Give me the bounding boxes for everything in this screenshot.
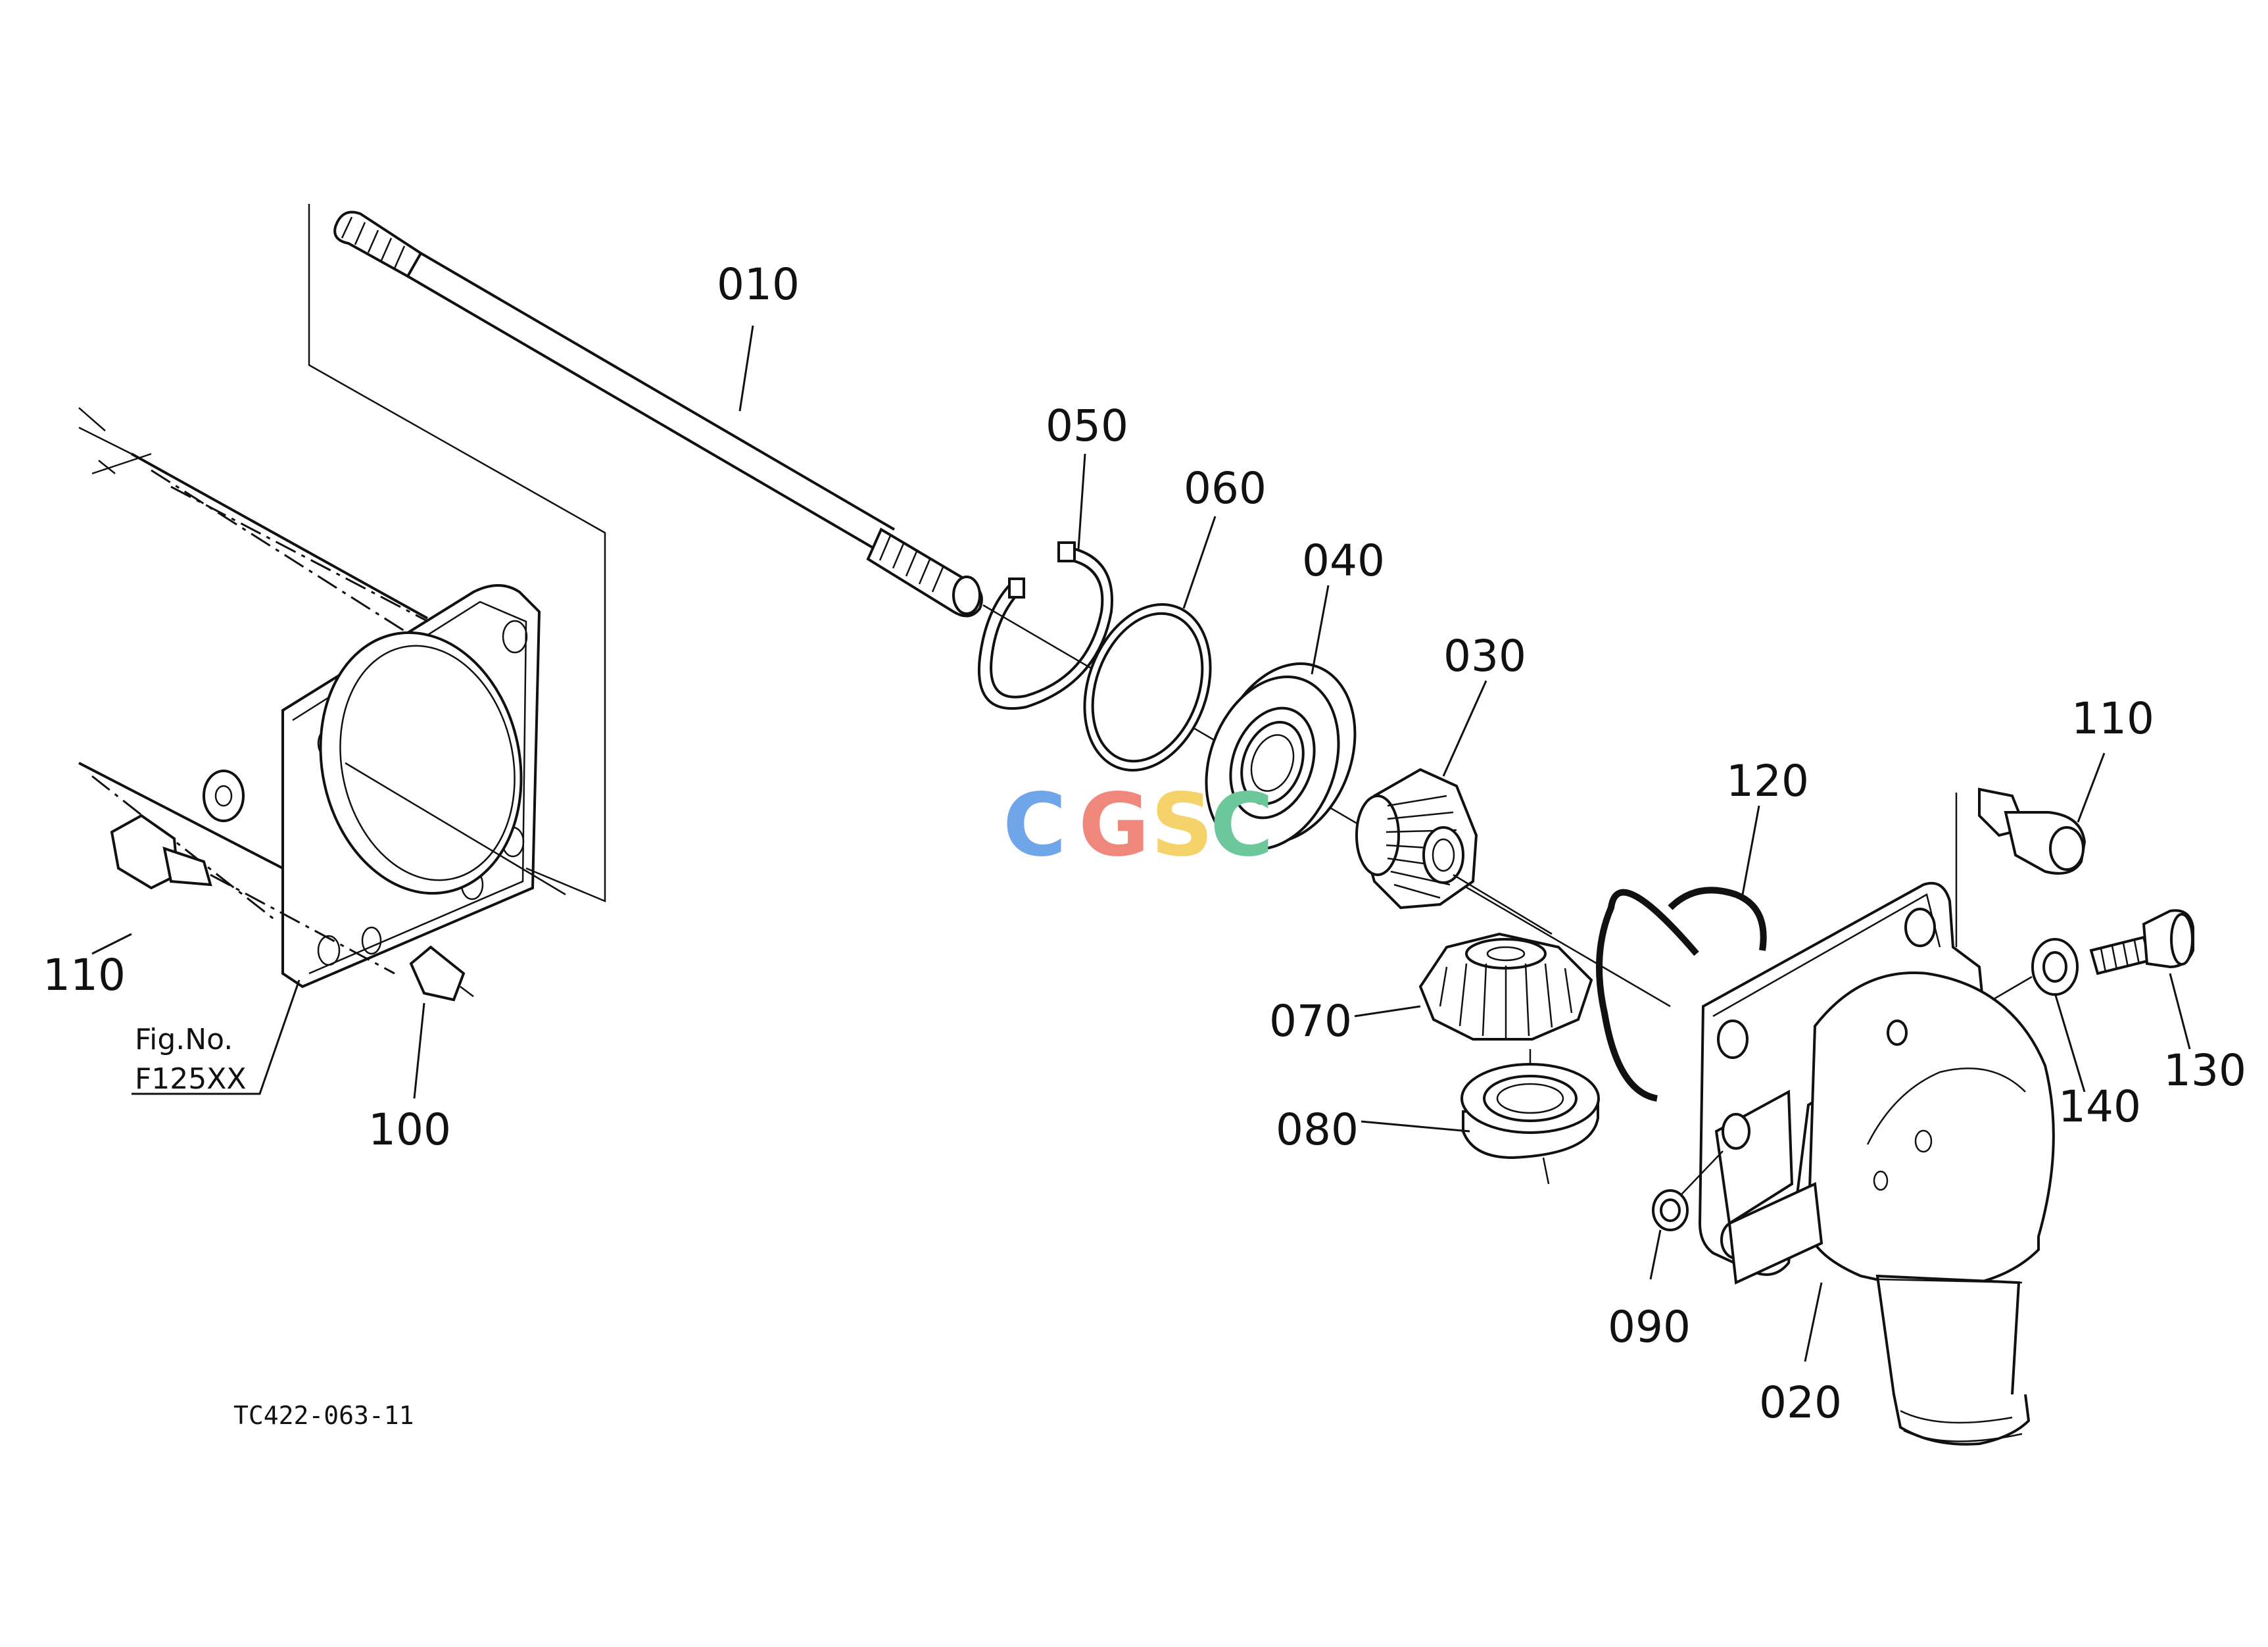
- part-label-060: 060: [1184, 463, 1267, 514]
- washer-140: [1992, 938, 2079, 1001]
- bevel-gear-030: [1355, 768, 1553, 935]
- o-ring-120: [1596, 887, 1767, 1102]
- gear-case-020: [1698, 793, 2055, 1446]
- part-label-110-right: 110: [2071, 693, 2154, 744]
- axle-housing-drawing: [78, 204, 606, 989]
- figure-reference-line2: F125XX: [135, 1062, 247, 1096]
- part-label-080: 080: [1276, 1104, 1359, 1155]
- bolt-130: [2089, 909, 2194, 975]
- ring-060: [1083, 603, 1212, 772]
- bolt-110-right: [1978, 787, 2087, 875]
- part-label-130: 130: [2163, 1045, 2246, 1096]
- snap-ring-050: [977, 541, 1113, 710]
- part-labels: 010 050 060 040 030 120 110 110 070 080 …: [43, 259, 2246, 1428]
- figure-reference: Fig.No. F125XX: [135, 1023, 247, 1096]
- drawing-id: TC422-063-11: [233, 1401, 414, 1430]
- part-label-100: 100: [368, 1104, 451, 1155]
- leader-lines: [91, 325, 2191, 1362]
- part-label-070: 070: [1269, 996, 1352, 1046]
- watermark-letter-g: G: [1078, 775, 1149, 876]
- bolt-110-left: [110, 814, 395, 975]
- figure-reference-line1: Fig.No.: [135, 1023, 233, 1056]
- part-label-140: 140: [2058, 1081, 2141, 1132]
- pinion-gear-070: [1418, 932, 1593, 1041]
- part-label-030: 030: [1443, 631, 1526, 681]
- part-label-090: 090: [1608, 1302, 1691, 1352]
- watermark-letter-s: S: [1151, 775, 1213, 876]
- part-label-010: 010: [717, 259, 800, 310]
- part-label-110-left: 110: [43, 950, 126, 1000]
- part-label-040: 040: [1302, 535, 1385, 586]
- plug-090: [1652, 1150, 1724, 1231]
- bearing-080: [1460, 1049, 1600, 1185]
- watermark-letter-c2: C: [1210, 775, 1274, 876]
- dowel-pin-100: [409, 945, 474, 1002]
- part-label-020: 020: [1759, 1377, 1842, 1428]
- part-label-120: 120: [1726, 756, 1809, 806]
- watermark-letter-c1: C: [1003, 775, 1067, 876]
- part-label-050: 050: [1046, 401, 1128, 451]
- watermark-logo: C G S C: [1003, 775, 1274, 876]
- ball-bearing-040: [1205, 662, 1357, 850]
